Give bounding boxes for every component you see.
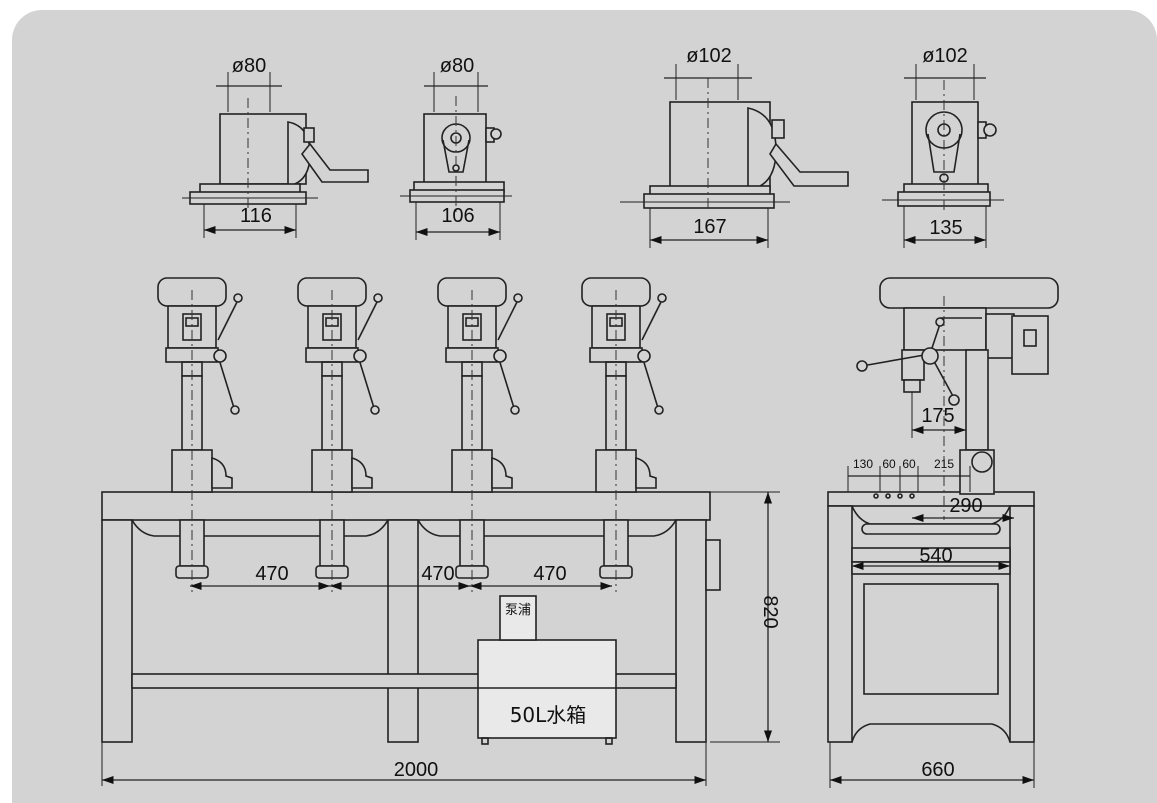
dim-slot-2: 60 (882, 457, 896, 471)
dim-head3-diameter: ø102 (686, 45, 732, 67)
dim-height: 820 (759, 595, 781, 628)
dim-head4-diameter: ø102 (922, 45, 968, 67)
dim-table-width: 540 (919, 545, 952, 567)
drill-head-2 (297, 277, 383, 592)
dim-width: 660 (921, 759, 954, 781)
bench-top (101, 491, 711, 521)
dim-head1-width: 116 (240, 205, 272, 227)
drill-heads (157, 277, 667, 592)
pump (499, 595, 537, 641)
dim-head2-width: 106 (441, 205, 474, 227)
drill-head-1 (157, 277, 243, 592)
side-view (827, 277, 1059, 743)
dim-slot-4: 215 (934, 457, 954, 471)
side-motor-head (879, 277, 1059, 309)
head-view-2: ø80 106 (400, 55, 512, 240)
drill-head-3 (437, 277, 523, 592)
head-view-4: ø102 135 (882, 45, 1004, 248)
column (965, 349, 989, 451)
dim-reach: 175 (921, 405, 954, 427)
dim-spacing-3: 470 (533, 563, 566, 585)
side-dimensions: 175 130 60 60 215 290 540 660 (829, 392, 1035, 788)
motor (1011, 315, 1049, 375)
drill-head-4 (581, 277, 667, 592)
dim-slot-3: 60 (902, 457, 916, 471)
head-view-3: ø102 167 (620, 45, 849, 248)
dim-spindle-offset: 290 (949, 495, 982, 517)
front-dimensions: 470 470 470 820 2000 (101, 491, 781, 786)
dim-spacing-2: 470 (421, 563, 454, 585)
dim-length: 2000 (394, 759, 439, 781)
dim-head4-width: 135 (929, 217, 962, 239)
pump-label: 泵浦 (505, 603, 531, 618)
bench-leg (387, 519, 419, 743)
head-view-1: ø80 116 (182, 55, 369, 238)
dim-slot-1: 130 (853, 457, 873, 471)
bench-leg (101, 519, 133, 743)
dim-head3-width: 167 (693, 216, 726, 238)
dim-head2-diameter: ø80 (440, 55, 474, 77)
tank-label: 50L水箱 (510, 703, 587, 727)
coolant-tank (477, 639, 617, 739)
front-view: 50L水箱 泵浦 (101, 491, 721, 745)
bench-leg (675, 519, 707, 743)
dim-spacing-1: 470 (255, 563, 288, 585)
dim-head1-diameter: ø80 (232, 55, 266, 77)
